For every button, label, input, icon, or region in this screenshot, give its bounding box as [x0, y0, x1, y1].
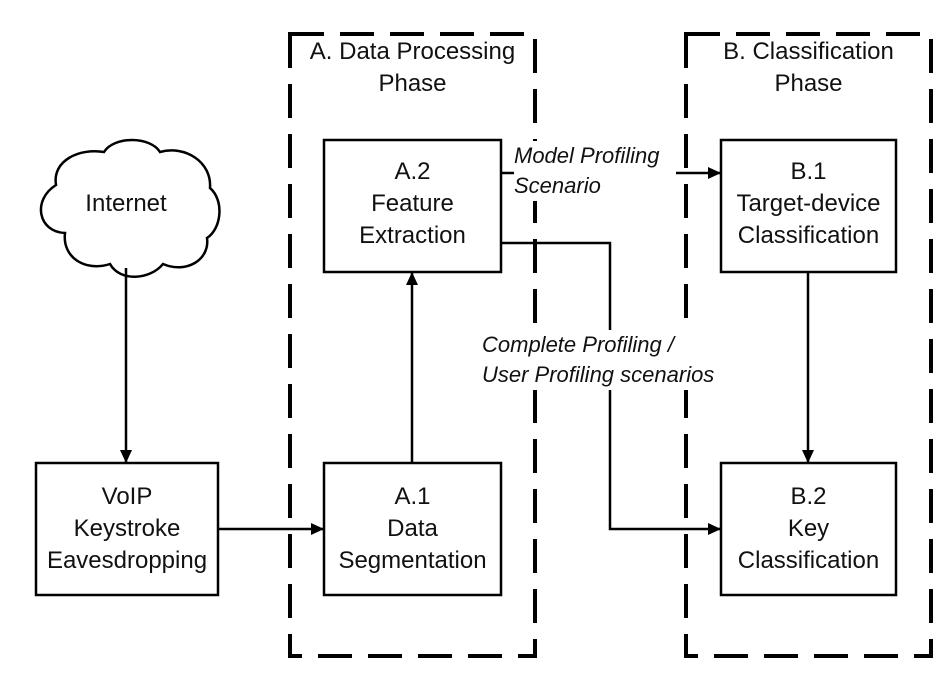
node-b2-box: [719, 461, 898, 597]
node-a2-line3: Extraction: [359, 222, 466, 249]
internet-label: Internet: [56, 188, 196, 220]
node-a1: A.1 Data Segmentation: [324, 481, 501, 577]
edge-label-model-profiling-line2: Scenario: [514, 173, 601, 198]
node-a1-box: [322, 461, 503, 597]
node-b2-line3: Classification: [737, 547, 880, 574]
node-voip: VoIP Keystroke Eavesdropping: [36, 481, 218, 577]
node-a1-line1: A.1: [394, 483, 431, 510]
node-b1-line3: Classification: [737, 222, 880, 249]
node-a2: A.2 Feature Extraction: [324, 156, 501, 252]
edge-label-model-profiling-line1: Model Profiling: [514, 143, 660, 168]
node-a1-line3: Segmentation: [338, 547, 487, 574]
group-b-title-line1: B. Classification: [723, 36, 894, 68]
group-a-title-line2: Phase: [378, 70, 447, 97]
node-b1: B.1 Target-device Classification: [721, 156, 896, 252]
node-b2-line1: B.2: [790, 483, 827, 510]
node-b2-line2: Key: [787, 515, 830, 542]
edge-label-complete-profiling-line1: Complete Profiling /: [482, 332, 674, 357]
node-voip-line2: Keystroke: [73, 515, 181, 542]
node-b1-line1: B.1: [790, 158, 827, 185]
node-b2: B.2 Key Classification: [721, 481, 896, 577]
group-b-title-line2: Phase: [774, 70, 843, 97]
group-b-title: B. Classification Phase: [686, 36, 931, 100]
group-a-title-line1: A. Data Processing: [309, 36, 516, 68]
node-a2-line2: Feature: [371, 190, 454, 217]
node-voip-line3: Eavesdropping: [46, 547, 208, 574]
internet-label-text: Internet: [85, 190, 167, 217]
edge-label-complete-profiling-line2: User Profiling scenarios: [482, 362, 715, 387]
node-b1-line2: Target-device: [736, 190, 881, 217]
node-a1-line2: Data: [387, 515, 438, 542]
node-voip-box: [34, 461, 220, 597]
edge-label-complete-profiling: Complete Profiling / User Profiling scen…: [482, 330, 715, 390]
group-a-title: A. Data Processing Phase: [290, 36, 535, 100]
node-a2-line1: A.2: [394, 158, 431, 185]
edge-label-model-profiling: Model Profiling Scenario: [514, 141, 662, 201]
node-voip-line1: VoIP: [101, 483, 153, 510]
